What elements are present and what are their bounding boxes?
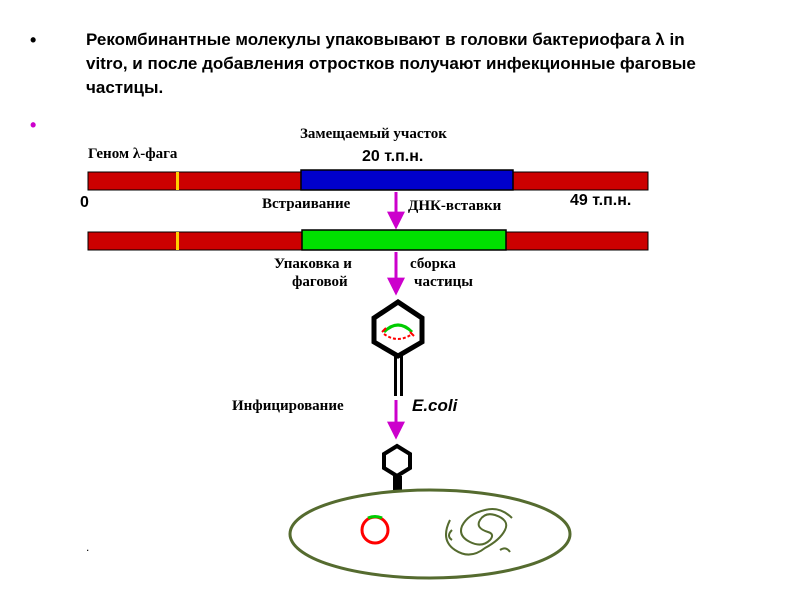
phage-particle-icon <box>371 298 425 396</box>
replaced-size-label: 20 т.п.н. <box>362 148 424 165</box>
replaced-region-label: Замещаемый участок <box>300 126 447 142</box>
bullet-marker-2: • <box>30 115 37 135</box>
insertion-label-left: Встраивание <box>262 196 351 212</box>
genome-bar-recombinant <box>87 229 649 251</box>
host-label: E.coli <box>412 396 458 415</box>
insertion-label-right: ДНК-вставки <box>408 198 502 214</box>
insert-segment <box>301 229 507 251</box>
packaging-label-right-1: сборка <box>410 256 456 272</box>
packaging-label-left-2: фаговой <box>292 274 348 290</box>
ecoli-cell-icon <box>288 488 572 580</box>
infection-label: Инфицирование <box>232 398 344 414</box>
bullet-text-1: Рекомбинантные молекулы упаковывают в го… <box>86 30 696 97</box>
cos-marker-1 <box>176 172 179 190</box>
packaging-label-right-2: частицы <box>414 274 473 290</box>
bullet-marker-1: • <box>30 30 37 50</box>
end-label: 49 т.п.н. <box>570 192 632 209</box>
genome-bar-original <box>87 169 649 191</box>
cos-marker-2 <box>176 232 179 250</box>
replaced-segment <box>300 169 514 191</box>
footer-mark: . <box>86 540 90 554</box>
packaging-label-left-1: Упаковка и <box>274 256 352 272</box>
genome-label: Геном λ-фага <box>88 146 178 162</box>
chromosome-icon <box>445 508 513 556</box>
start-label: 0 <box>80 194 89 211</box>
